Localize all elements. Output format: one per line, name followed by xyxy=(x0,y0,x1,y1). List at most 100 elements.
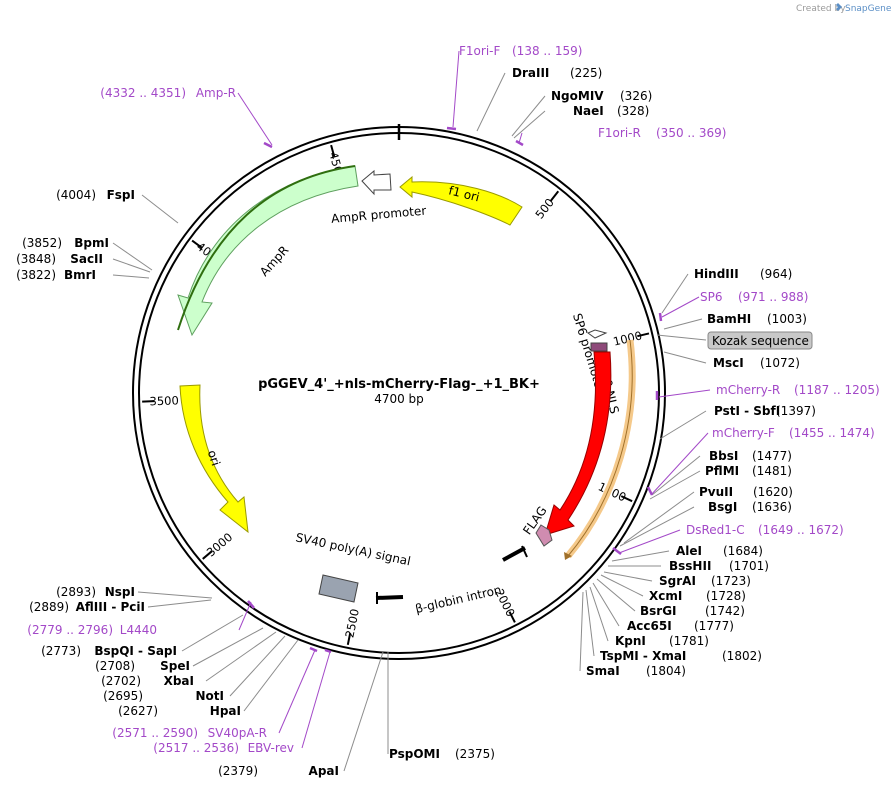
primer-mark xyxy=(263,141,273,149)
primer-leader xyxy=(452,50,460,128)
site-name[interactable]: BssHII xyxy=(669,559,711,573)
site-name[interactable]: BmrI xyxy=(64,268,96,282)
primer-range: (971 .. 988) xyxy=(738,290,808,304)
site-position: (1728) xyxy=(706,589,746,603)
site-name[interactable]: FspI xyxy=(107,188,135,202)
site-leader xyxy=(112,242,153,271)
primer-name[interactable]: DsRed1-C xyxy=(686,523,745,537)
primer-name[interactable]: mCherry-R xyxy=(716,383,780,397)
site-leader xyxy=(243,639,299,712)
site-name[interactable]: NspI xyxy=(105,585,135,599)
snapgene-logo-icon xyxy=(836,3,842,11)
site-name[interactable]: PstI - SbfI xyxy=(714,404,780,418)
primer-leader xyxy=(237,92,273,146)
primer-mark xyxy=(309,646,318,653)
primer-name[interactable]: mCherry-F xyxy=(712,426,775,440)
site-name[interactable]: BamHI xyxy=(707,312,751,326)
feature-ampr-promoter[interactable] xyxy=(361,169,392,196)
site-position: (225) xyxy=(570,66,602,80)
site-leader xyxy=(663,318,703,330)
site-name[interactable]: BpmI xyxy=(74,236,109,250)
site-name[interactable]: PvuII xyxy=(699,485,733,499)
sv40-polya-label: SV40 poly(A) signal xyxy=(294,530,412,568)
site-name[interactable]: SgrAI xyxy=(659,574,696,588)
site-position: (2889) xyxy=(29,600,69,614)
feature-sp6-promoter[interactable] xyxy=(586,329,608,339)
feature-beta-globin-intron[interactable] xyxy=(502,546,526,562)
site-name[interactable]: SpeI xyxy=(160,659,190,673)
primer-range: (2779 .. 2796) xyxy=(27,623,113,637)
tick-mark xyxy=(550,190,560,202)
site-position: (1397) xyxy=(776,404,816,418)
site-leader xyxy=(511,95,546,137)
primer-range: (2571 .. 2590) xyxy=(112,726,198,740)
site-name[interactable]: MscI xyxy=(713,356,744,370)
site-name[interactable]: TspMI - XmaI xyxy=(600,649,686,663)
primer-mark xyxy=(446,126,457,131)
site-name[interactable]: HindIII xyxy=(694,267,739,281)
site-leader xyxy=(181,614,244,652)
site-name[interactable]: KpnI xyxy=(615,634,646,648)
primer-mark xyxy=(612,547,622,555)
primer-range: (1455 .. 1474) xyxy=(789,426,875,440)
site-name[interactable]: DraIII xyxy=(512,66,549,80)
site-name[interactable]: BbsI xyxy=(709,449,738,463)
primer-name[interactable]: SP6 xyxy=(700,290,723,304)
site-name[interactable]: PspOMI xyxy=(389,747,440,761)
site-name[interactable]: AleI xyxy=(676,544,702,558)
site-position: (3852) xyxy=(22,236,62,250)
primer-mark xyxy=(247,600,255,609)
feature-sv40-polya[interactable] xyxy=(318,574,359,603)
tick-mark xyxy=(637,332,650,338)
site-name[interactable]: Acc65I xyxy=(627,619,672,633)
site-leader xyxy=(649,470,701,500)
feature-flag[interactable] xyxy=(535,524,553,547)
primer-name[interactable]: F1ori-R xyxy=(598,126,641,140)
site-name[interactable]: XbaI xyxy=(164,674,194,688)
site-name[interactable]: XcmI xyxy=(649,589,682,603)
primer-name[interactable]: EBV-rev xyxy=(248,741,294,755)
primer-range: (1649 .. 1672) xyxy=(758,523,844,537)
credit-text: Created by xyxy=(796,4,846,14)
site-position: (2893) xyxy=(56,585,96,599)
feature-ori[interactable] xyxy=(179,384,249,534)
site-name[interactable]: BspQI - SapI xyxy=(94,644,177,658)
site-leader xyxy=(619,506,695,547)
beta-globin-intron-start xyxy=(375,595,404,600)
site-name[interactable]: BsgI xyxy=(708,500,737,514)
site-name[interactable]: SmaI xyxy=(586,664,620,678)
site-name[interactable]: HpaI xyxy=(210,704,241,718)
tick-mark xyxy=(191,239,203,249)
primer-name[interactable]: SV40pA-R xyxy=(208,726,267,740)
site-name[interactable]: NaeI xyxy=(573,104,604,118)
site-leader xyxy=(585,589,595,657)
kozak-box[interactable] xyxy=(707,331,813,350)
primer-name[interactable]: L4440 xyxy=(120,623,157,637)
feature-f1-ori[interactable] xyxy=(399,175,523,226)
feature-sv40-nls[interactable] xyxy=(590,342,608,352)
site-name[interactable]: NgoMIV xyxy=(551,89,604,103)
primer-mark xyxy=(324,648,332,654)
site-name[interactable]: NotI xyxy=(196,689,225,703)
site-position: (2627) xyxy=(118,704,158,718)
tick-label: 3000 xyxy=(204,530,235,560)
site-leader xyxy=(229,635,286,697)
site-position: (1802) xyxy=(722,649,762,663)
primer-mark xyxy=(658,312,663,322)
site-leader xyxy=(343,651,384,772)
site-name[interactable]: BsrGI xyxy=(640,604,677,618)
site-name[interactable]: PflMI xyxy=(705,464,739,478)
primer-name[interactable]: F1ori-F xyxy=(459,44,500,58)
site-name[interactable]: AflIII - PciI xyxy=(76,600,145,614)
site-position: (2702) xyxy=(101,674,141,688)
ori-label: ori xyxy=(205,448,223,467)
feature-mcherry[interactable] xyxy=(544,351,612,536)
primer-name[interactable]: Amp-R xyxy=(196,86,236,100)
site-position: (2375) xyxy=(455,747,495,761)
site-name[interactable]: ApaI xyxy=(309,764,339,778)
intron-band-arrow-icon xyxy=(564,552,572,560)
site-position: (1777) xyxy=(694,619,734,633)
site-name[interactable]: SacII xyxy=(70,252,103,266)
site-position: (2695) xyxy=(103,689,143,703)
